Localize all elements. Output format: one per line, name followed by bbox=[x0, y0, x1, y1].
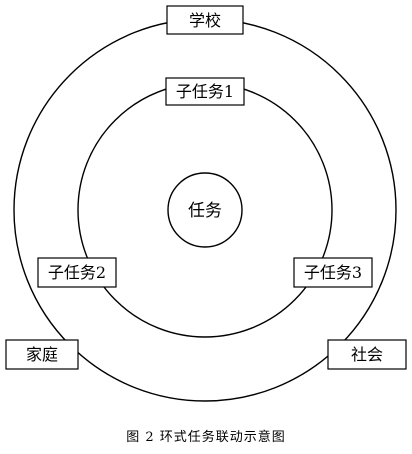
label-family: 家庭 bbox=[5, 339, 79, 370]
label-subtask3-box bbox=[293, 257, 373, 288]
label-subtask2: 子任务2 bbox=[37, 257, 117, 288]
label-subtask3-text: 子任务3 bbox=[304, 263, 362, 282]
label-society-box bbox=[327, 339, 407, 370]
label-family-text: 家庭 bbox=[26, 345, 58, 364]
label-school-box bbox=[166, 5, 244, 35]
label-school-text: 学校 bbox=[189, 11, 221, 30]
figure-caption: 图 2 环式任务联动示意图 bbox=[126, 430, 286, 445]
label-subtask1: 子任务1 bbox=[165, 77, 245, 106]
label-subtask1-text: 子任务1 bbox=[176, 82, 234, 101]
label-subtask2-box bbox=[37, 257, 117, 288]
label-society: 社会 bbox=[327, 339, 407, 370]
inner-ring bbox=[167, 172, 243, 248]
label-family-box bbox=[5, 339, 79, 370]
label-subtask2-text: 子任务2 bbox=[48, 263, 106, 282]
label-subtask1-box bbox=[165, 77, 245, 106]
label-school: 学校 bbox=[166, 5, 244, 35]
label-subtask3: 子任务3 bbox=[293, 257, 373, 288]
label-society-text: 社会 bbox=[351, 345, 383, 364]
center-label: 任务 bbox=[188, 201, 222, 221]
